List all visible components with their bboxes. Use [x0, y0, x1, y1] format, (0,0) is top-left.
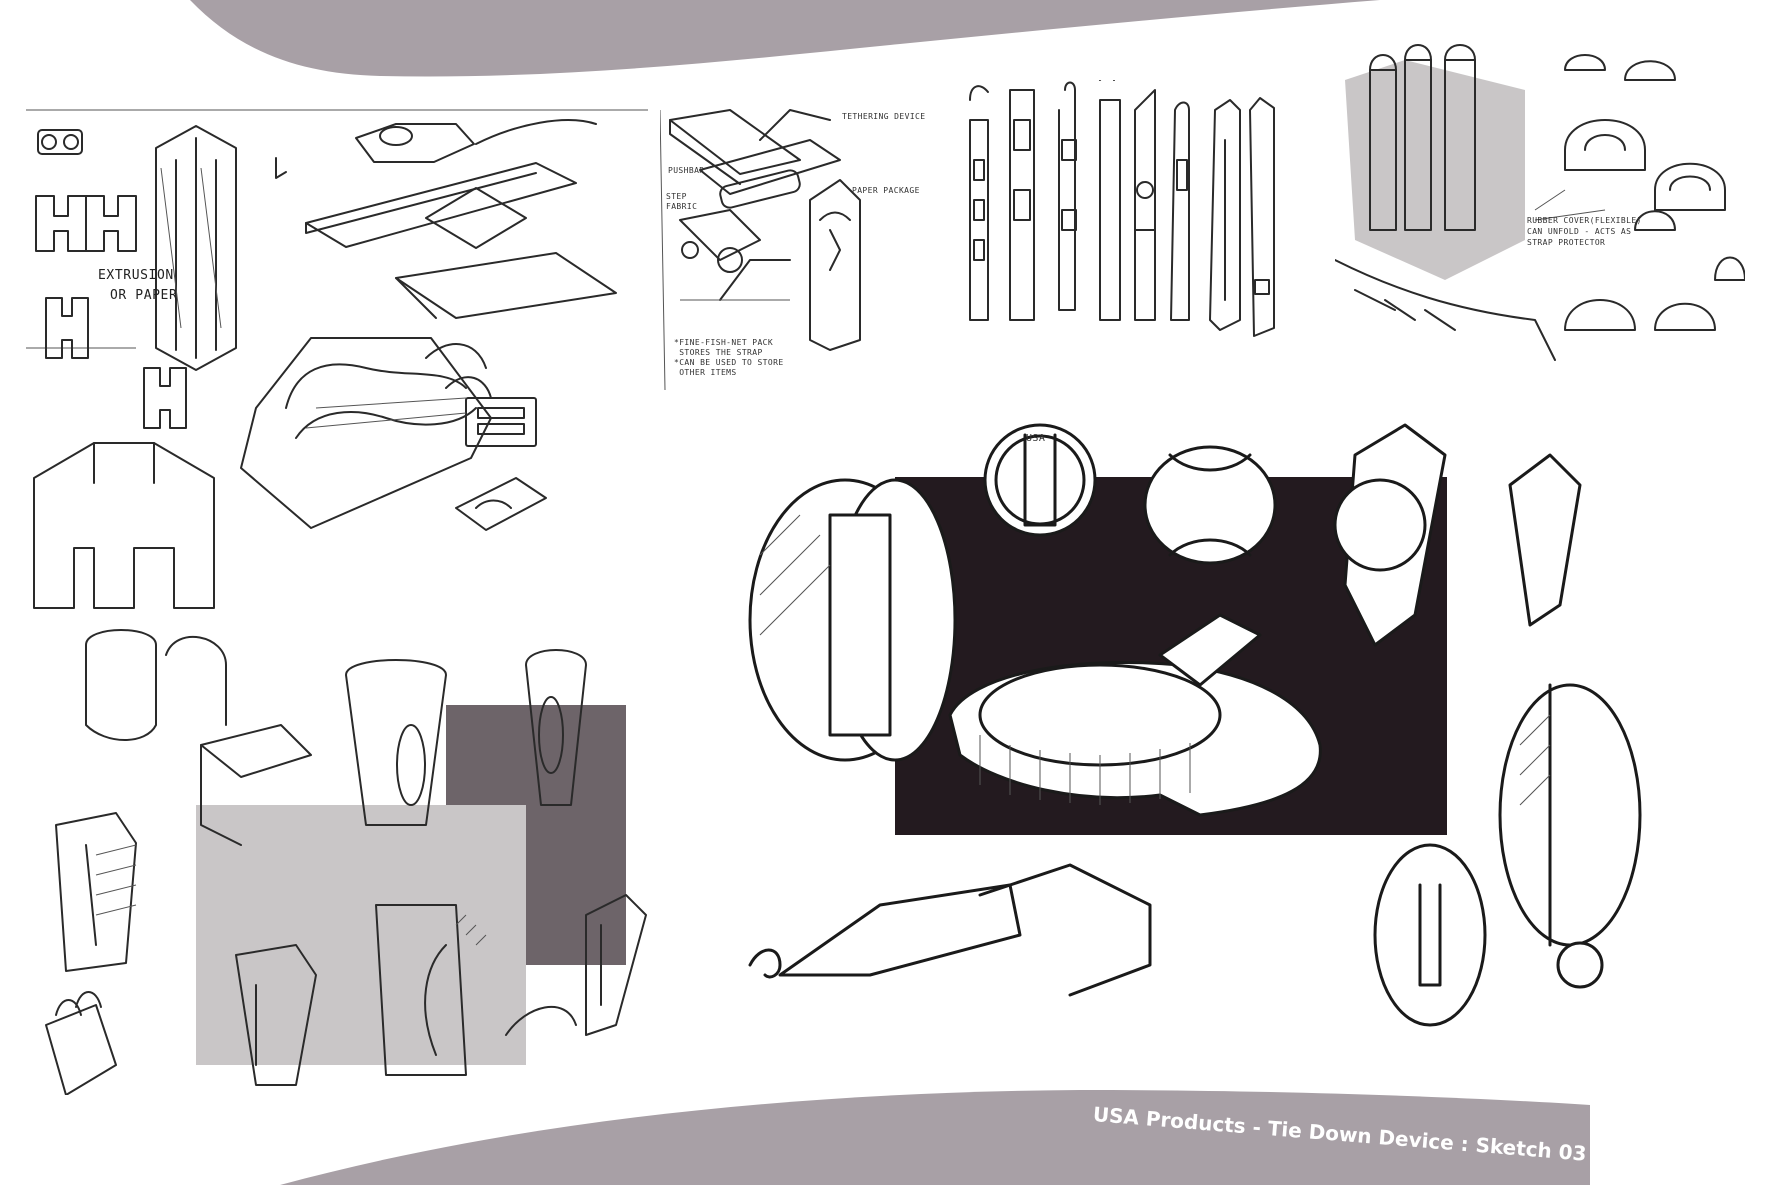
fishnet-note-line2: STORES THE STRAP	[674, 348, 763, 357]
sketch-rubber-cover-panel: RUBBER COVER(FLEXIBLE) CAN UNFOLD - ACTS…	[1335, 30, 1745, 370]
rubber-note-line1: RUBBER COVER(FLEXIBLE)	[1527, 216, 1642, 225]
pushbar-note: PUSHBAR	[668, 166, 705, 175]
extrusion-note-line1: EXTRUSION	[98, 268, 174, 283]
sketch-hook-strips-panel	[940, 80, 1300, 380]
sketch-clip-variants-panel	[26, 625, 662, 1095]
step-note: STEP	[666, 192, 687, 201]
bottom-band	[280, 1090, 1590, 1185]
tethering-note: TETHERING DEVICE IN HERE	[842, 112, 926, 121]
fishnet-note-line4: OTHER ITEMS	[674, 368, 737, 377]
sketch-extrusion-panel: EXTRUSION OR PAPER	[26, 108, 648, 618]
extrusion-note-line2: OR PAPER	[110, 288, 178, 303]
rubber-note-line3: STRAP PROTECTOR	[1527, 238, 1606, 247]
fabric-note: FABRIC	[666, 202, 698, 211]
usa-badge-label: USA	[1026, 433, 1046, 444]
top-band	[190, 0, 1380, 77]
sketch-round-clip-panel: USA	[740, 415, 1740, 1075]
paper-package-note: PAPER PACKAGE	[852, 186, 920, 195]
rubber-note-line2: CAN UNFOLD - ACTS AS	[1527, 227, 1632, 236]
fishnet-note-line3: *CAN BE USED TO STORE	[674, 358, 784, 367]
sketch-tethering-panel: TETHERING DEVICE IN HERE PAPER PACKAGE P…	[660, 100, 930, 390]
fishnet-note-line1: *FINE-FISH-NET PACK	[674, 338, 774, 347]
